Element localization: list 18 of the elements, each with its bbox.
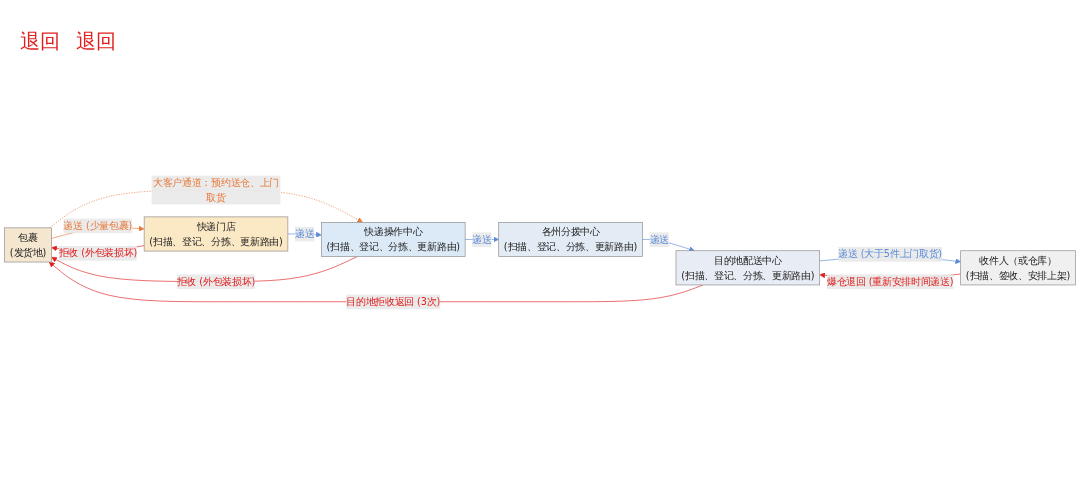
edge-label: 爆仓退回 (重新安排时间递送) <box>826 275 954 288</box>
edge-label: 递送 (少量包裹) <box>63 219 133 232</box>
edge-label: 递送 <box>472 233 492 246</box>
edge-label: 递送 <box>294 228 315 240</box>
node-box: 目的地配送中心 (扫描、登记、分拣、更新路由) <box>675 250 821 286</box>
node-box: 快递门店 (扫描、登记、分拣、更新路由) <box>143 216 289 252</box>
node-box: 快递操作中心 (扫描、登记、分拣、更新路由) <box>321 222 466 258</box>
node-box: 各州分拨中心 (扫描、登记、分拣、更新路由) <box>498 222 643 258</box>
note-text: 退回 <box>20 28 60 55</box>
edge-label: 大客户通道：预约送仓、上门取货 <box>153 177 279 204</box>
edge-label: 递送 (大于5件上门取货) <box>838 248 943 260</box>
node-box: 包裹 (发货地) <box>4 227 52 263</box>
note-text: 退回 <box>76 28 116 55</box>
node-box: 收件人（或仓库） (扫描、签收、安排上架) <box>960 250 1076 286</box>
edge-label: 递送 <box>649 233 669 246</box>
edge-label: 目的地拒收返回 (3次) <box>346 295 441 308</box>
edge-label: 拒收 (外包装损坏) <box>176 275 256 288</box>
edge-label: 拒收 (外包装损坏) <box>58 247 138 260</box>
